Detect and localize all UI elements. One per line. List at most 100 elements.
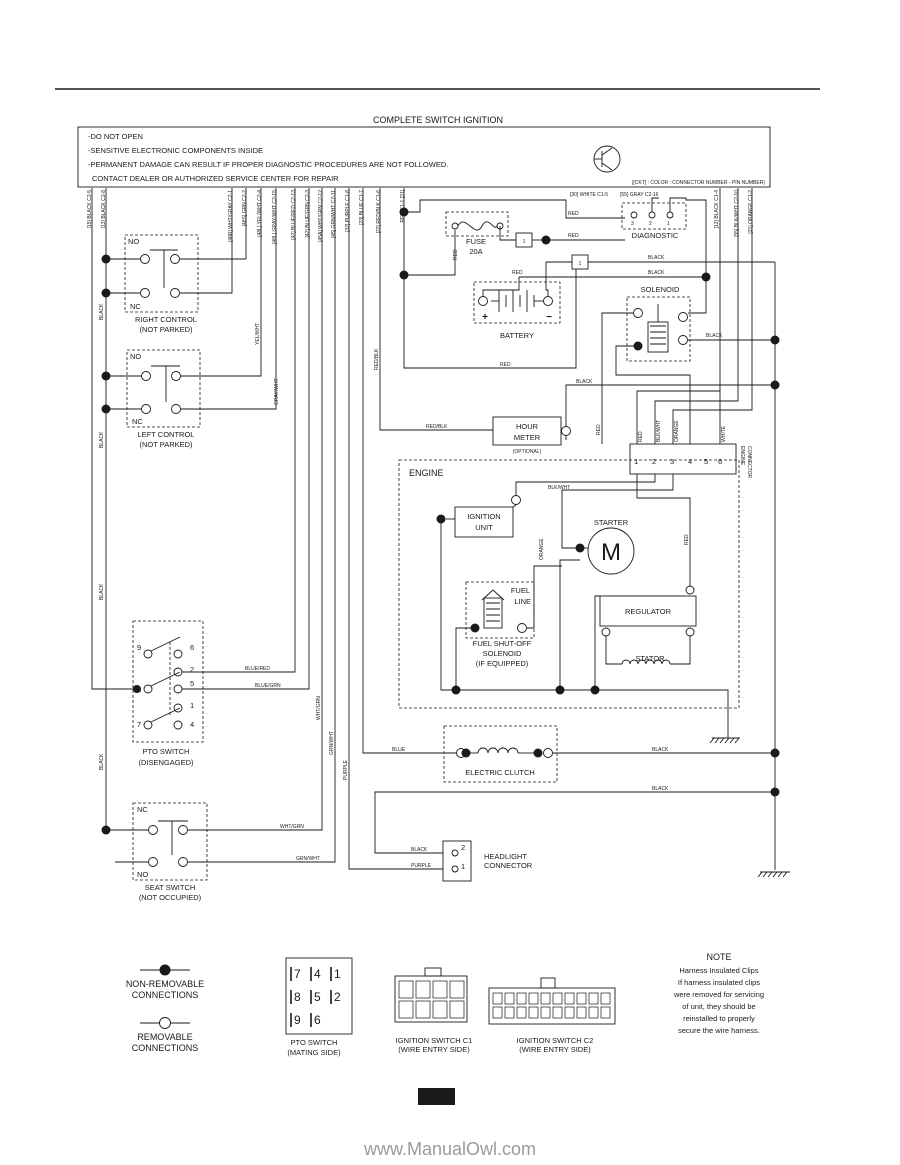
- connector-cavity: [564, 1006, 575, 1019]
- legend-non-removable: NON-REMOVABLE CONNECTIONS: [126, 964, 204, 1000]
- diag-pin: 2: [649, 221, 652, 227]
- connector-cavity: [504, 992, 515, 1005]
- engine-conn-pin: 4: [688, 457, 692, 466]
- engine-conn-pin: 1: [634, 457, 638, 466]
- ignition-switch-c2: IGNITION SWITCH C2 (WIRE ENTRY SIDE): [488, 977, 616, 1054]
- circuit-label: RED C1-1 [31]: [400, 189, 406, 222]
- circuit-label: [30] WHITE C1-5: [570, 192, 608, 198]
- wire-label-gray-wht: GRAY/WHT: [274, 378, 280, 405]
- headlight-label: CONNECTOR: [484, 861, 533, 870]
- wire-label-red: RED: [684, 534, 690, 545]
- wire-label-black: BLACK: [99, 583, 105, 600]
- circuit-label: [13] BLACK C2-8: [101, 190, 107, 229]
- engine-connector-wires: BLACK RED BLK/WHT ORANGE WHITE: [565, 188, 780, 444]
- connector-cavity: [588, 1006, 599, 1019]
- engine-box: [398, 459, 740, 709]
- watermark: www.ManualOwl.com: [363, 1139, 536, 1159]
- c2-label: (WIRE ENTRY SIDE): [519, 1045, 591, 1054]
- engine-ground-icon: [709, 730, 740, 744]
- wire-label-black: BLACK: [99, 431, 105, 448]
- wire-label-red: RED: [453, 249, 459, 260]
- ignition-switch-c1: IGNITION SWITCH C1 (WIRE ENTRY SIDE): [394, 967, 473, 1054]
- note-line: were removed for servicing: [673, 990, 764, 999]
- circuit-label: [12] BLACK C1-4: [714, 190, 720, 229]
- diag-pin: 1: [667, 221, 670, 227]
- switch-no-label: NO: [130, 352, 141, 361]
- wire-label-blue-red: BLUE/RED: [245, 666, 270, 672]
- fuel-shutoff-solenoid: FUEL LINE FUEL SHUT-OFF SOLENOID (IF EQU…: [455, 565, 562, 690]
- circuit-label: [45] GRN/WHT C2-11: [331, 190, 337, 238]
- circuit-label: [42] BLUE/RED C2-13: [291, 190, 297, 240]
- battery: + − BATTERY: [473, 281, 561, 340]
- connector-cavity: [588, 992, 599, 1005]
- svg-text:1: 1: [523, 239, 526, 245]
- wire-label-black: BLACK: [411, 847, 428, 853]
- battery-label: BATTERY: [500, 331, 534, 340]
- seat-switch: NC NO WHT/GRN GRN/WHT SEAT SWITCH (NOT O…: [101, 188, 336, 902]
- wire-label-red: RED: [568, 211, 579, 217]
- pto-pin: 6: [190, 643, 194, 652]
- wire-label-white: WHITE: [721, 425, 727, 442]
- motor-symbol: M: [601, 539, 621, 566]
- wire-label-wht-grn: WHT/GRN: [280, 824, 304, 830]
- connector-cavity: [516, 992, 527, 1005]
- wire-label-red: RED: [596, 424, 602, 435]
- note-line: secure the wire harness.: [678, 1026, 760, 1035]
- connector-cavity: [552, 992, 563, 1005]
- connector-cavity: [564, 992, 575, 1005]
- pto-pin: 7: [137, 720, 141, 729]
- pto-pin: 4: [190, 720, 194, 729]
- switch-no-label: NO: [137, 870, 148, 879]
- hour-meter-label: HOUR: [516, 422, 539, 431]
- headlight-pin: 1: [461, 862, 465, 871]
- switch-nc-label: NC: [137, 805, 148, 814]
- connector-cavity: [398, 980, 414, 999]
- circuit-label: [42] BLUE/GRN C2-3: [305, 190, 311, 238]
- wire-label-black: BLACK: [706, 333, 723, 339]
- circuit-label: [48L] GRAY/WHT C2-15: [272, 190, 278, 244]
- c1-label: IGNITION SWITCH C1: [396, 1036, 473, 1045]
- engine-conn-pin: 2: [652, 457, 656, 466]
- legend-label: CONNECTIONS: [132, 990, 199, 1000]
- wire-label-black: BLACK: [648, 255, 665, 261]
- pto-switch: 9 6 2 8 5 1 7 4 BLUE/RED BLUE/GRN PTO SW…: [132, 188, 310, 767]
- wire-label-red-blk: RED/BLK: [374, 348, 380, 370]
- engine-connector-label: CONNECTOR: [746, 446, 752, 479]
- diagnostic-label: DIAGNOSTIC: [632, 231, 679, 240]
- pto-switch-label: PTO SWITCH: [143, 747, 190, 756]
- engine-conn-pin: 6: [718, 457, 722, 466]
- stator: STATOR: [605, 636, 691, 665]
- misc-wires: PURPLE BLUE RED/BLK RED/BLK: [343, 188, 493, 870]
- connector-cavity: [576, 992, 587, 1005]
- wire-label-wht-grn: WHT/GRN: [316, 696, 322, 720]
- regulator: REGULATOR: [599, 595, 697, 637]
- headlight-label: HEADLIGHT: [484, 852, 527, 861]
- connector-cavity: [415, 980, 431, 999]
- ignition-unit-label: IGNITION: [467, 512, 500, 521]
- circuit-label: [23] BLUE C1-7: [359, 190, 365, 225]
- wire-label-grn-wht: GRN/WHT: [329, 731, 335, 755]
- wire-label-black: BLACK: [576, 379, 593, 385]
- wire-label-grn-wht: GRN/WHT: [296, 856, 320, 862]
- connector-cavity: [600, 1006, 611, 1019]
- pto-mating-pin: 1: [334, 967, 341, 981]
- pto-mating-pin: 7: [294, 967, 301, 981]
- headlight-connector: BLACK BLACK PURPLE 2 1 HEADLIGHT CONNECT…: [374, 786, 780, 882]
- wire-label-yel-wht: YEL/WHT: [255, 323, 261, 345]
- ignition-unit-label: UNIT: [475, 523, 493, 532]
- circuit-label: [48R] WHT/GRAY C2-1: [228, 190, 234, 242]
- left-control-label: LEFT CONTROL: [138, 430, 195, 439]
- pto-mating-pin: 5: [314, 990, 321, 1004]
- diagram-title: COMPLETE SWITCH IGNITION: [373, 115, 503, 125]
- pto-mating-pin: 2: [334, 990, 341, 1004]
- wire-label-black: BLACK: [652, 786, 669, 792]
- connector-cavity: [432, 980, 448, 999]
- right-control-switch: NO NC RIGHT CONTROL (NOT PARKED): [101, 188, 246, 334]
- wire-label-red: RED: [568, 233, 579, 239]
- chassis-ground-icon: [757, 871, 790, 878]
- pto-pin: 1: [190, 701, 194, 710]
- regulator-label: REGULATOR: [625, 607, 672, 616]
- circuit-label: [55] GRAY C2-16: [620, 192, 659, 198]
- wire-label-purple: PURPLE: [411, 863, 432, 869]
- c1-label: (WIRE ENTRY SIDE): [398, 1045, 470, 1054]
